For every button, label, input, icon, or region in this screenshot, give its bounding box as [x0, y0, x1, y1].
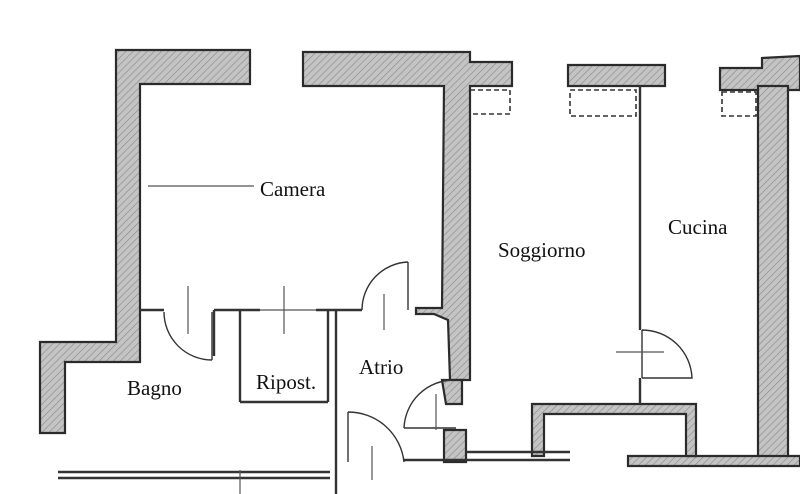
label-ripostiglio: Ripost. — [256, 370, 316, 394]
partitions — [58, 86, 642, 494]
door-bagno — [163, 311, 213, 361]
wall-camera-west — [38, 48, 252, 435]
wall-cucina-east — [756, 84, 790, 462]
door-camera — [361, 261, 409, 311]
door-cucina — [641, 329, 693, 379]
label-cucina: Cucina — [668, 215, 728, 239]
label-soggiorno: Soggiorno — [498, 238, 586, 262]
wall-soggiorno-top — [566, 63, 667, 88]
wall-entry-post — [442, 428, 468, 464]
wall-soggiorno-bay — [530, 402, 698, 458]
doors — [163, 261, 693, 463]
wall-atrio-east — [440, 378, 464, 406]
label-camera: Camera — [260, 177, 326, 201]
door-entry — [347, 411, 405, 463]
label-atrio: Atrio — [359, 355, 403, 379]
room-labels: Camera Soggiorno Cucina Atrio Bagno Ripo… — [127, 177, 728, 400]
wall-cucina-top — [718, 54, 800, 92]
wall-bottom-right — [626, 454, 800, 468]
windows — [470, 89, 757, 117]
label-bagno: Bagno — [127, 376, 182, 400]
tick-marks — [148, 185, 664, 494]
wall-camera-east — [301, 50, 514, 382]
door-soggiorno — [403, 379, 456, 429]
walls — [38, 48, 800, 468]
